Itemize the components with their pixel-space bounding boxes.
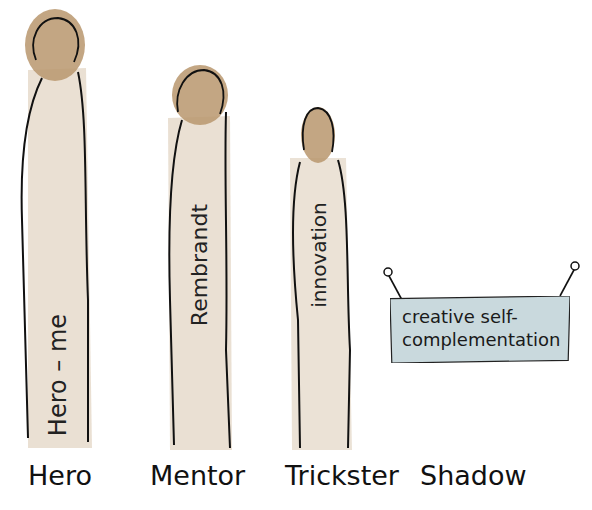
trickster-head [301, 107, 335, 163]
sign-text: creative self-complementation [390, 296, 570, 361]
hero-outline [22, 72, 88, 442]
trickster-head-outline [303, 108, 334, 152]
mentor-head-outline [177, 70, 223, 114]
role-label: Mentor [150, 460, 245, 491]
figure-text: Hero – me [44, 314, 72, 436]
pin [571, 262, 579, 270]
pin [384, 268, 392, 276]
hero-figure: Hero – me [32, 300, 84, 450]
shadow-sign: creative self-complementation [390, 296, 570, 363]
role-label: Shadow [420, 460, 527, 491]
trickster-figure: innovation [296, 185, 342, 325]
trickster-body-fill [290, 158, 352, 450]
hero-head [25, 9, 85, 81]
trickster-outline [293, 160, 350, 448]
role-label: Trickster [285, 460, 399, 491]
mentor-body-fill [168, 116, 232, 450]
hanging-string [388, 274, 402, 300]
role-label: Hero [28, 460, 92, 491]
mentor-head [172, 65, 228, 125]
mentor-outline [169, 112, 230, 448]
hero-head-outline [33, 18, 78, 62]
hanging-string [560, 268, 575, 296]
hero-body-fill [28, 68, 92, 448]
figure-text: Rembrandt [187, 204, 212, 326]
figure-text: innovation [307, 202, 331, 308]
mentor-figure: Rembrandt [174, 165, 224, 365]
